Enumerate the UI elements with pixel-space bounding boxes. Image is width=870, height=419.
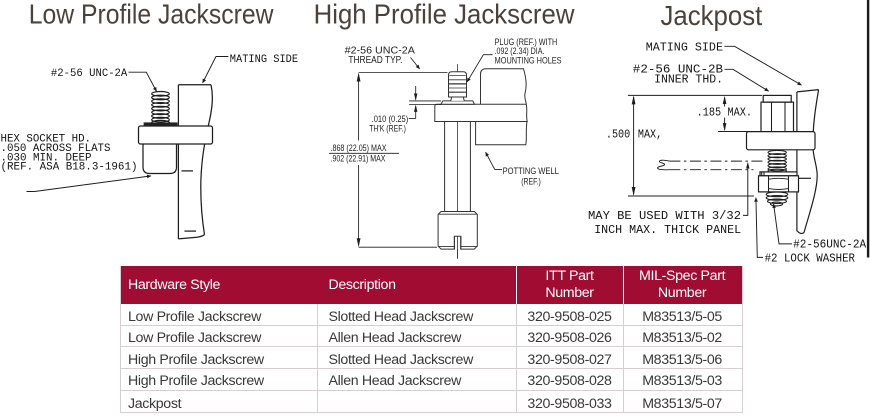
svg-text:#2-56UNC-2A: #2-56UNC-2A xyxy=(793,238,867,252)
svg-text:INNER THD.: INNER THD. xyxy=(654,72,723,86)
svg-text:(REF.): (REF.) xyxy=(521,177,541,188)
svg-text:#2-56 UNC-2A: #2-56 UNC-2A xyxy=(345,45,415,56)
svg-text:Low Profile Jackscrew: Low Profile Jackscrew xyxy=(29,0,275,29)
svg-text:HEX SOCKET HD.: HEX SOCKET HD. xyxy=(1,134,92,146)
svg-text:.500: .500 xyxy=(606,128,630,142)
svg-text:.185: .185 xyxy=(697,106,722,120)
svg-text:#2-56 UNC-2A: #2-56 UNC-2A xyxy=(51,68,128,80)
svg-text:MAX.: MAX. xyxy=(728,106,753,120)
svg-text:.868 (22.05) MAX: .868 (22.05) MAX xyxy=(331,143,387,154)
svg-text:PLUG (REF.) WITH: PLUG (REF.) WITH xyxy=(495,37,558,48)
svg-text:.010 (0.25): .010 (0.25) xyxy=(372,114,409,125)
svg-text:#2 LOCK WASHER: #2 LOCK WASHER xyxy=(765,252,855,266)
svg-text:MATING SIDE: MATING SIDE xyxy=(230,54,298,66)
svg-text:High Profile Jackscrew: High Profile Jackscrew xyxy=(314,0,576,29)
svg-text:MATING SIDE: MATING SIDE xyxy=(646,40,723,54)
svg-text:MOUNTING HOLES: MOUNTING HOLES xyxy=(495,55,562,66)
svg-text:.902 (22.91) MAX: .902 (22.91) MAX xyxy=(331,153,386,164)
svg-text:.050 ACROSS FLATS: .050 ACROSS FLATS xyxy=(1,143,111,155)
svg-text:Jackpost: Jackpost xyxy=(661,0,763,31)
svg-text:POTTING WELL: POTTING WELL xyxy=(503,166,560,177)
svg-text:#2-56 UNC-2B: #2-56 UNC-2B xyxy=(633,63,723,77)
svg-text:INCH MAX. THICK PANEL: INCH MAX. THICK PANEL xyxy=(594,223,741,237)
svg-text:THREAD TYP.: THREAD TYP. xyxy=(348,55,402,66)
svg-text:MAY BE USED WITH 3/32: MAY BE USED WITH 3/32 xyxy=(588,209,741,223)
svg-text:.092 (2.34) DIA.: .092 (2.34) DIA. xyxy=(495,46,545,57)
svg-text:(REF. ASA B18.3-1961): (REF. ASA B18.3-1961) xyxy=(1,162,138,174)
svg-text:.030 MIN. DEEP: .030 MIN. DEEP xyxy=(1,152,92,164)
svg-text:MAX,: MAX, xyxy=(638,128,662,142)
svg-text:TH'K (REF.): TH'K (REF.) xyxy=(369,124,406,135)
